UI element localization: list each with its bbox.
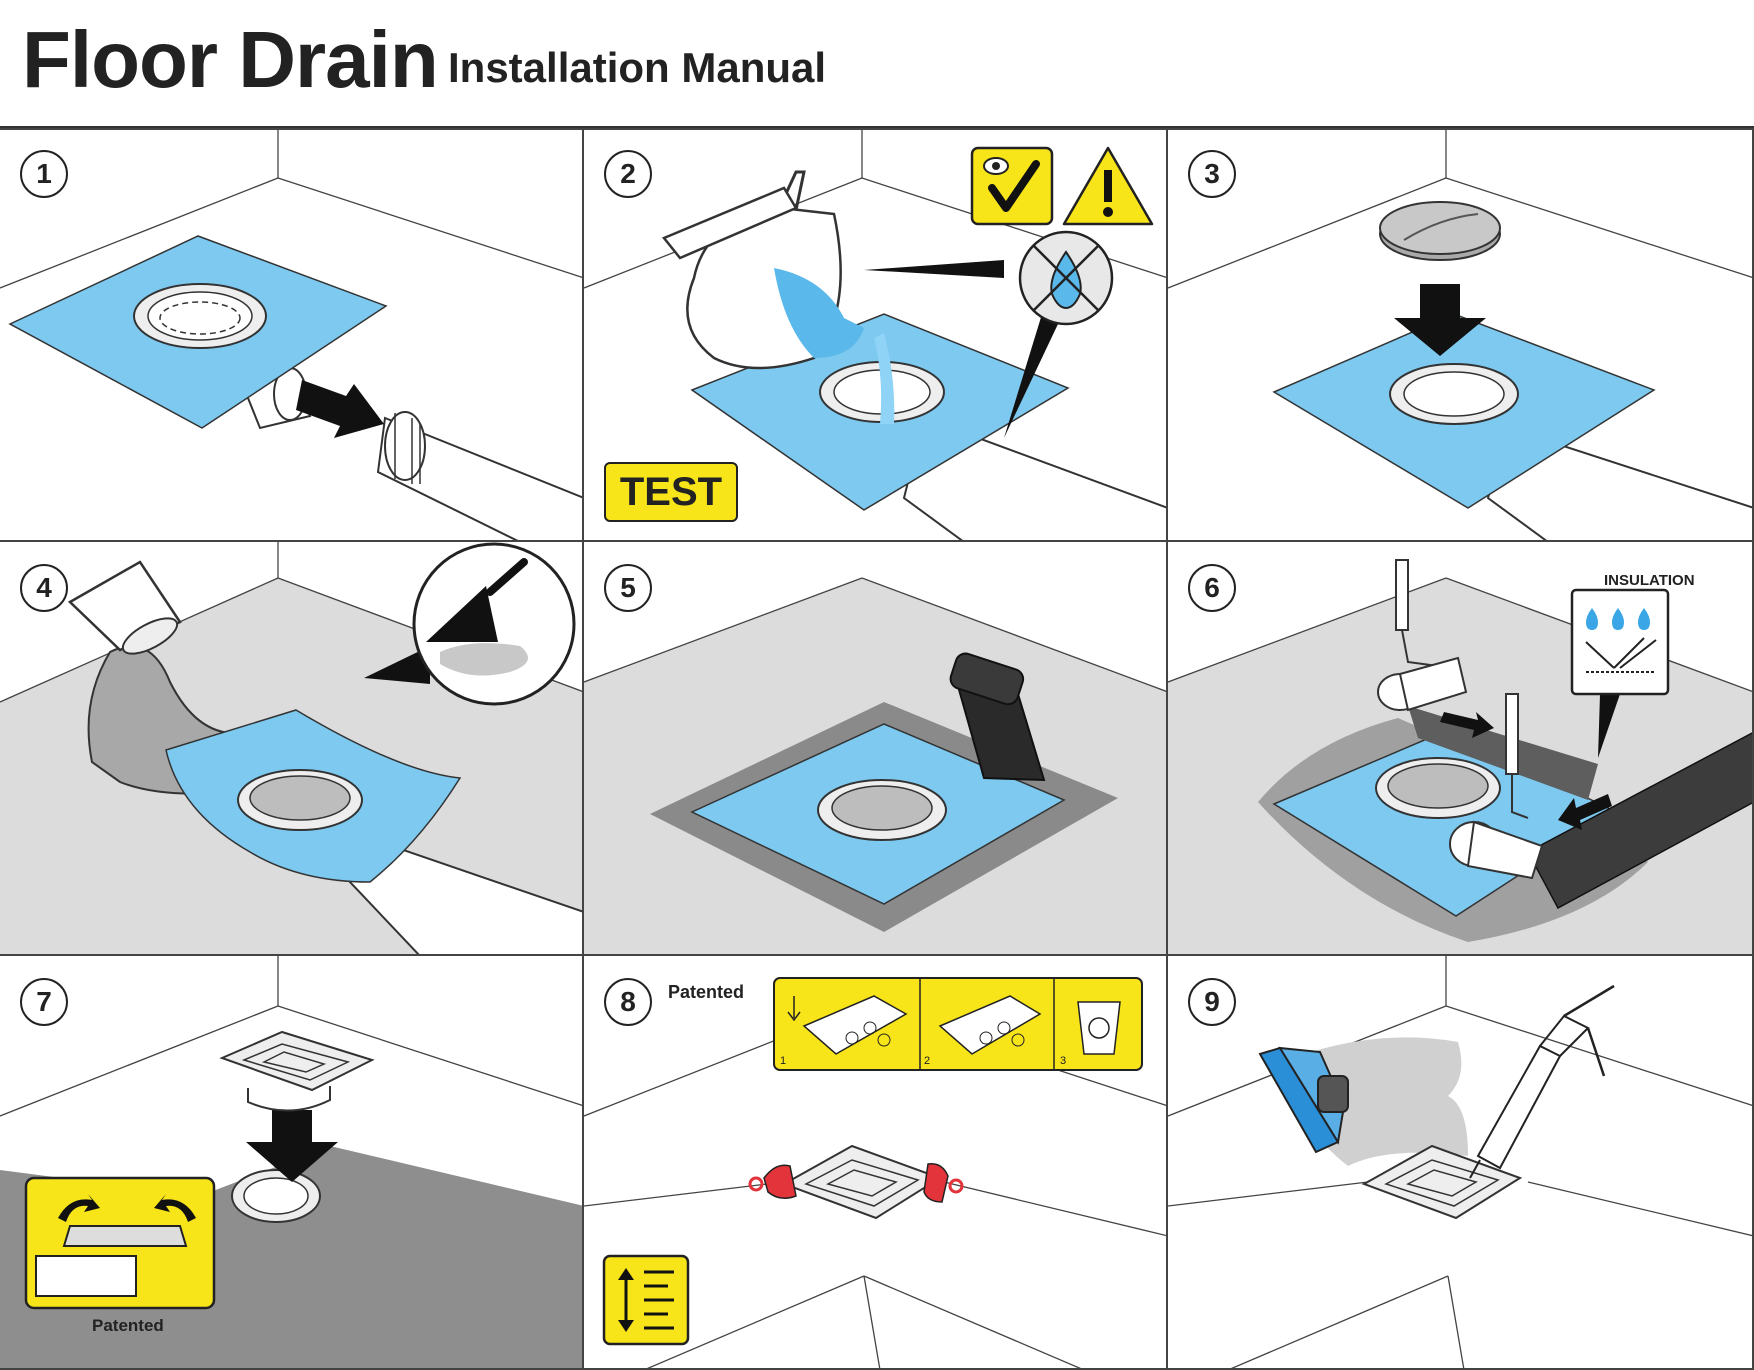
instruction-strip [773, 977, 1143, 1071]
roller-icon [1449, 693, 1544, 880]
caulk-gun-icon [1469, 984, 1615, 1179]
step-8-illustration: 1 2 3 [584, 977, 1166, 1368]
step-9-panel: 9 [1168, 956, 1754, 1370]
step-8-panel: 1 2 3 8 Patented [584, 956, 1168, 1370]
drain-grate [219, 1030, 375, 1112]
patented-label: Patented [92, 1316, 164, 1335]
step-3-panel: 3 [1168, 128, 1754, 542]
step-number: 5 [604, 564, 652, 612]
insulation-tape [1408, 706, 1598, 800]
float-icon [1258, 1046, 1349, 1154]
notched-trowel-icon [949, 652, 1046, 782]
patented-label: Patented [668, 982, 745, 1002]
page-title: Floor Drain [22, 15, 439, 104]
clip-icon [923, 1163, 964, 1203]
drain-grate [1361, 1144, 1523, 1220]
step-5-illustration [584, 577, 1166, 954]
clip-icon [748, 1164, 797, 1199]
step-6-illustration [1168, 559, 1752, 954]
page-header: Floor Drain Installation Manual [0, 0, 1754, 128]
vertical-arrows-list-icon [602, 1254, 690, 1346]
step-3-illustration [1168, 128, 1752, 540]
drain-cover [817, 779, 947, 841]
inspect-icon [970, 146, 1054, 226]
strip-step-number: 3 [1060, 1055, 1066, 1067]
no-water-icon [1033, 245, 1099, 311]
drain-cover [237, 769, 363, 831]
drain-body [1389, 363, 1519, 425]
insulation-icon [1570, 588, 1670, 696]
step-7-panel: 7 Patented [0, 956, 584, 1370]
pipe [238, 366, 582, 540]
callout-pointer [1598, 694, 1620, 758]
arrow-icon [1440, 712, 1494, 738]
strip-step-number: 2 [924, 1055, 930, 1067]
step-1-illustration [0, 128, 582, 540]
step-number: 2 [604, 150, 652, 198]
arrow-down-icon [246, 1110, 338, 1182]
grid-top-divider [0, 128, 1754, 130]
step-1-panel: 1 [0, 128, 584, 542]
water-stream [874, 333, 895, 424]
step-number: 4 [20, 564, 68, 612]
step-number: 8 [604, 978, 652, 1026]
arrow-icon [296, 380, 384, 438]
insulation-label: INSULATION [1604, 572, 1695, 589]
drain-cover [1375, 757, 1501, 819]
callout-pointer [364, 646, 430, 684]
step-number: 3 [1188, 150, 1236, 198]
step-number: 6 [1188, 564, 1236, 612]
strip-step-number: 1 [780, 1055, 786, 1067]
test-badge: TEST [604, 462, 738, 522]
drain-cover [1379, 201, 1501, 261]
step-9-illustration [1168, 956, 1752, 1368]
warning-icon [1062, 146, 1154, 226]
page-subtitle: Installation Manual [448, 44, 827, 91]
drain-body [231, 1169, 321, 1223]
step-4-illustration [0, 542, 582, 954]
drain-body [133, 283, 267, 349]
step-number: 9 [1188, 978, 1236, 1026]
step-2-illustration [584, 128, 1166, 540]
steps-grid: 1 [0, 128, 1754, 1370]
arrow-icon [1558, 794, 1612, 830]
arrow-down-icon [1394, 284, 1486, 356]
step-7-illustration [0, 956, 582, 1368]
trowel-icon [426, 586, 498, 642]
step-number: 7 [20, 978, 68, 1026]
patented-seal-icon [24, 1176, 216, 1310]
step-6-panel: 6 INSULATION [1168, 542, 1754, 956]
trowel-callout [412, 542, 576, 706]
bucket-icon [67, 560, 182, 655]
insulation-tape [1526, 732, 1752, 910]
drain-grate [781, 1144, 943, 1220]
step-2-panel: 2 TEST [584, 128, 1168, 542]
roller-icon [1377, 559, 1468, 712]
step-5-panel: 5 [584, 542, 1168, 956]
step-number: 1 [20, 150, 68, 198]
step-4-panel: 4 [0, 542, 584, 956]
jug-icon [661, 170, 864, 370]
